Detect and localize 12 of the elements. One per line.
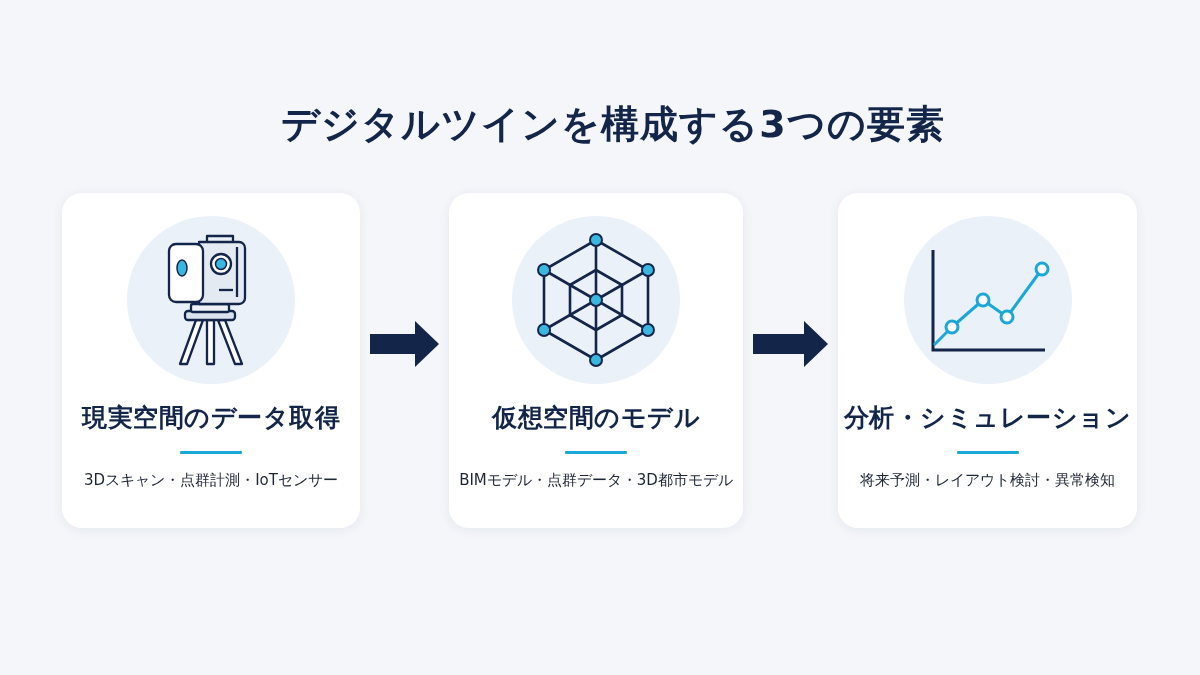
step-description: BIMモデル・点群データ・3D都市モデル xyxy=(459,471,733,489)
arrow xyxy=(370,321,439,367)
arrow xyxy=(753,321,828,367)
step-heading: 現実空間のデータ取得 xyxy=(82,403,340,433)
step-card xyxy=(62,193,360,528)
step-card xyxy=(838,193,1137,528)
step-heading: 仮想空間のモデル xyxy=(492,403,700,433)
step-heading: 分析・シミュレーション xyxy=(843,403,1132,433)
page-title: デジタルツインを構成する3つの要素 xyxy=(281,102,945,148)
step-description: 将来予測・レイアウト検討・異常検知 xyxy=(860,471,1115,489)
step-card xyxy=(449,193,743,528)
step-description: 3Dスキャン・点群計測・IoTセンサー xyxy=(84,471,338,489)
